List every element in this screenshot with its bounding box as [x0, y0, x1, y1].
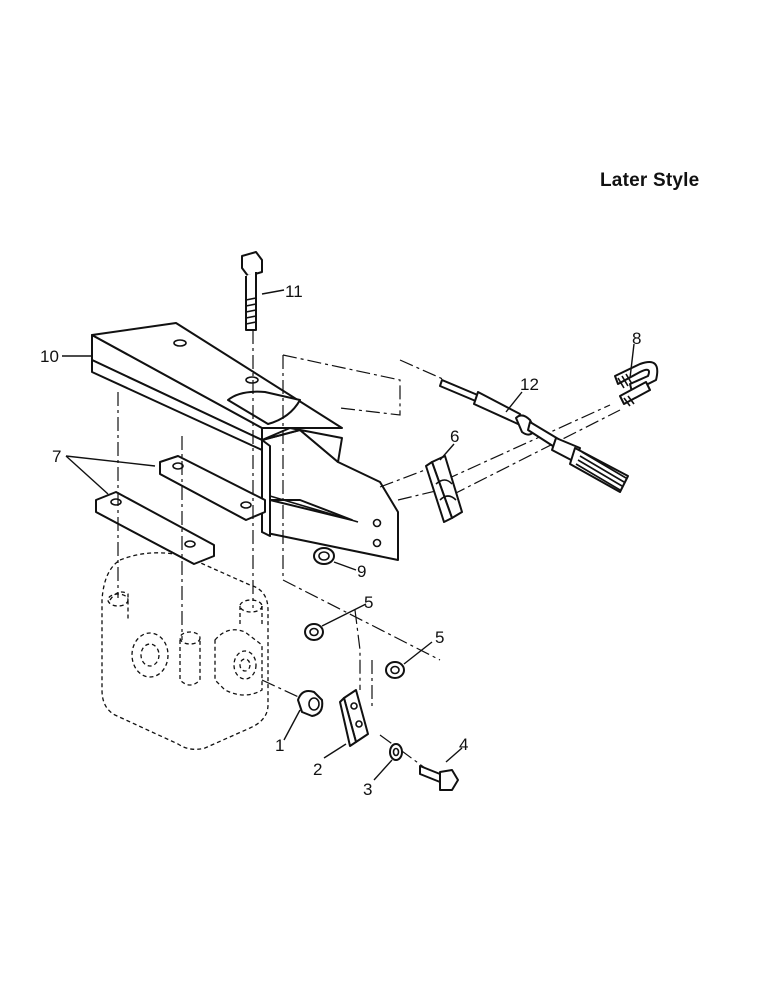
bolt-11: [241, 251, 263, 331]
nut-5-left: [304, 623, 324, 641]
plate-2: [339, 689, 369, 747]
spacer-1: [297, 690, 324, 717]
callout-11: 11: [285, 282, 303, 301]
alignment-lines: [117, 330, 621, 769]
callout-12: 12: [520, 375, 539, 394]
callout-1: 1: [275, 736, 284, 755]
callout-6: 6: [450, 427, 459, 446]
gearbox-housing-outline: [101, 552, 269, 750]
cable-clip: [425, 455, 463, 523]
callout-8: 8: [632, 329, 641, 348]
diagram-title: Later Style: [600, 170, 700, 191]
bolt-4: [419, 765, 459, 791]
callout-3: 3: [363, 780, 372, 799]
callout-9: 9: [357, 562, 366, 581]
support-plates: [95, 455, 266, 565]
callout-2: 2: [313, 760, 322, 779]
mounting-bracket: [91, 322, 399, 561]
callout-4: 4: [459, 735, 468, 754]
nut-5-right: [385, 661, 405, 679]
control-cable: [439, 361, 659, 493]
callout-7: 7: [52, 447, 61, 466]
leader-lines: [62, 289, 635, 781]
fastener-9: [313, 547, 335, 565]
callout-labels: 11 10 7 8 12 6 9 5 5 1 2 3 4: [40, 282, 641, 799]
washer-3: [389, 743, 403, 761]
callout-5-lower: 5: [435, 628, 444, 647]
callout-5-upper: 5: [364, 593, 373, 612]
callout-10: 10: [40, 347, 59, 366]
